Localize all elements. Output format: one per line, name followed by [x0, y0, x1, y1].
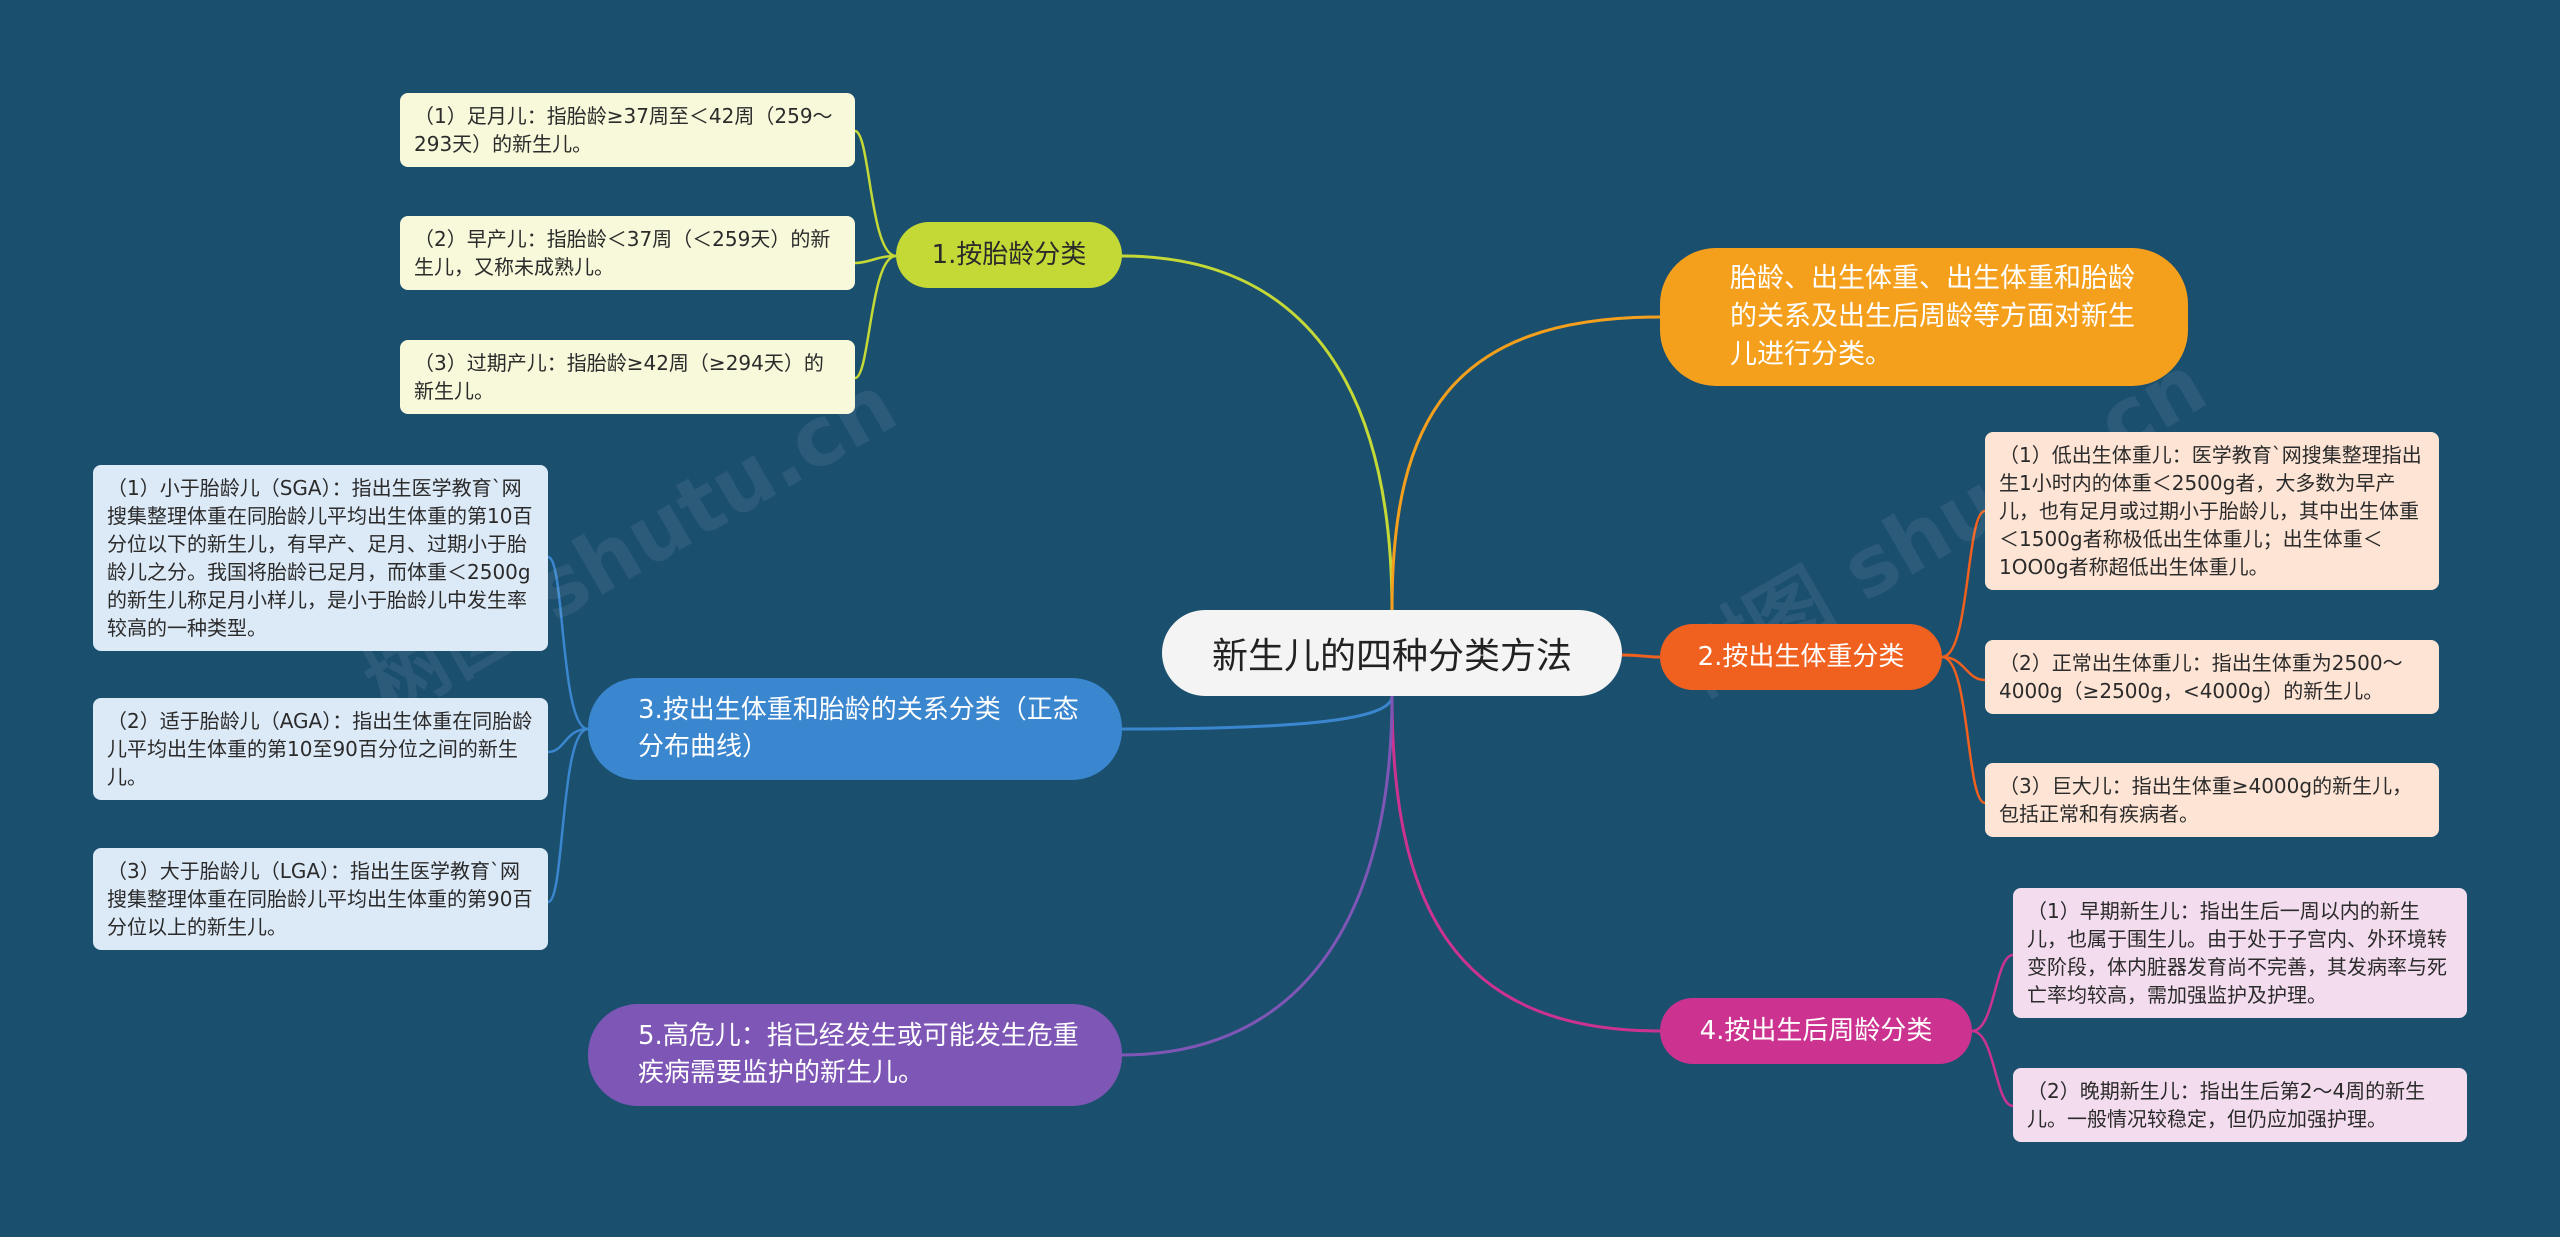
leaf-full-term[interactable]: （1）足月儿：指胎龄≥37周至＜42周（259～293天）的新生儿。: [400, 93, 855, 167]
central-topic[interactable]: 新生儿的四种分类方法: [1162, 610, 1622, 696]
branch-gestational-age[interactable]: 1.按胎龄分类: [896, 222, 1122, 288]
branch-weight-age-relation-label: 3.按出生体重和胎龄的关系分类（正态分布曲线）: [638, 695, 1079, 762]
leaf-normal-birth-weight[interactable]: （2）正常出生体重儿：指出生体重为2500～4000g（≥2500g，<4000…: [1985, 640, 2439, 714]
link-branch1-leaf1: [854, 129, 897, 258]
branch-weight-age-relation[interactable]: 3.按出生体重和胎龄的关系分类（正态分布曲线）: [588, 678, 1122, 780]
leaf-lga[interactable]: （3）大于胎龄儿（LGA）：指出生医学教育`网搜集整理体重在同胎龄儿平均出生体重…: [93, 848, 548, 950]
leaf-late-neonate[interactable]: （2）晚期新生儿：指出生后第2～4周的新生儿。一般情况较稳定，但仍应加强护理。: [2013, 1068, 2467, 1142]
leaf-aga[interactable]: （2）适于胎龄儿（AGA）：指出生体重在同胎龄儿平均出生体重的第10至90百分位…: [93, 698, 548, 800]
link-branch3-leaf3: [547, 727, 589, 904]
summary-node[interactable]: 胎龄、出生体重、出生体重和胎龄的关系及出生后周龄等方面对新生儿进行分类。: [1660, 248, 2188, 386]
leaf-macrosomia[interactable]: （3）巨大儿：指出生体重≥4000g的新生儿，包括正常和有疾病者。: [1985, 763, 2439, 837]
branch-high-risk[interactable]: 5.高危儿：指已经发生或可能发生危重疾病需要监护的新生儿。: [588, 1004, 1122, 1106]
leaf-early-neonate[interactable]: （1）早期新生儿：指出生后一周以内的新生儿，也属于围生儿。由于处于子宫内、外环境…: [2013, 888, 2467, 1018]
link-center-branch1: [1121, 254, 1394, 611]
link-center-branch4: [1390, 695, 1661, 1033]
leaf-low-birth-weight[interactable]: （1）低出生体重儿：医学教育`网搜集整理指出生1小时内的体重＜2500g者，大多…: [1985, 432, 2439, 590]
link-branch2-leaf3: [1941, 655, 1986, 805]
link-branch2-leaf1: [1941, 509, 1986, 659]
branch-birth-weight[interactable]: 2.按出生体重分类: [1660, 624, 1942, 690]
summary-text: 胎龄、出生体重、出生体重和胎龄的关系及出生后周龄等方面对新生儿进行分类。: [1730, 263, 2135, 370]
link-branch1-leaf3: [854, 254, 897, 380]
link-branch3-leaf1: [547, 555, 589, 731]
link-branch4-leaf1: [1971, 953, 2014, 1033]
link-branch4-leaf2: [1971, 1029, 2014, 1108]
leaf-preterm[interactable]: （2）早产儿：指胎龄＜37周（＜259天）的新生儿，又称未成熟儿。: [400, 216, 855, 290]
branch-postnatal-age[interactable]: 4.按出生后周龄分类: [1660, 998, 1972, 1064]
branch-high-risk-label: 5.高危儿：指已经发生或可能发生危重疾病需要监护的新生儿。: [638, 1021, 1079, 1088]
link-center-branch2: [1621, 653, 1661, 659]
link-center-branch5: [1121, 695, 1394, 1057]
leaf-sga[interactable]: （1）小于胎龄儿（SGA）：指出生医学教育`网搜集整理体重在同胎龄儿平均出生体重…: [93, 465, 548, 651]
link-center-branch3: [1121, 695, 1394, 731]
link-branch2-leaf2: [1941, 655, 1986, 682]
leaf-post-term[interactable]: （3）过期产儿：指胎龄≥42周（≥294天）的新生儿。: [400, 340, 855, 414]
link-center-summary: [1390, 315, 1661, 611]
